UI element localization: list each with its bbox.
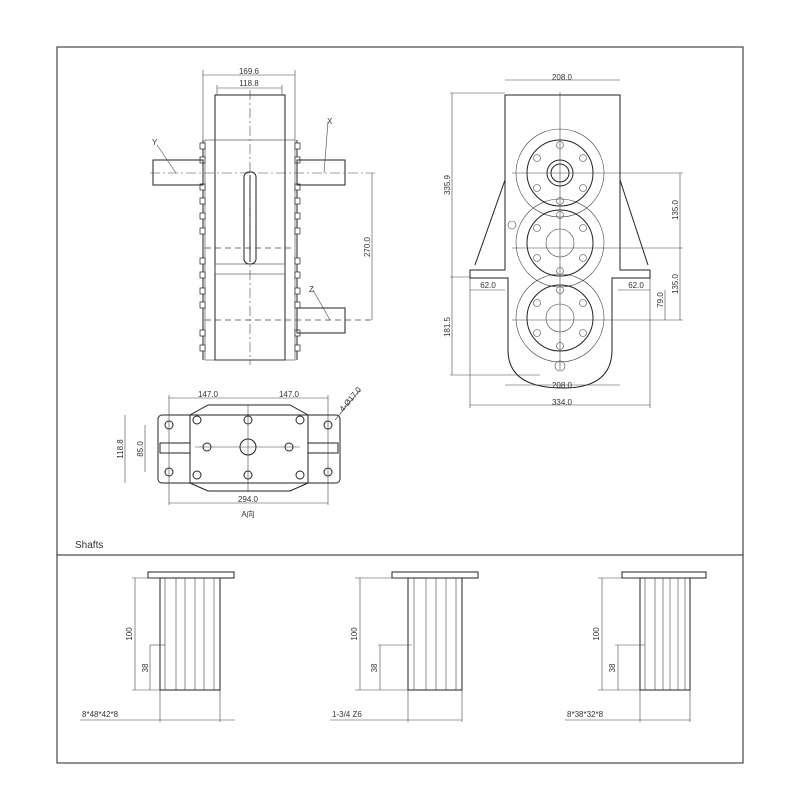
front-view: 169.6 118.8 270.0 Y X Z — [150, 67, 375, 365]
dim-bottom-inner: 208.0 — [552, 381, 573, 390]
shaft-y — [152, 159, 204, 186]
dim-foot-left: 62.0 — [480, 281, 496, 290]
dim-center-2: 135.0 — [671, 273, 680, 294]
dim-bolt-spacing: 85.0 — [136, 441, 145, 457]
shaft-2-spec: 1-3/4 Z6 — [332, 710, 362, 719]
dim-width-outer: 169.6 — [239, 67, 260, 76]
dim-holes: 4-Ø17.0 — [338, 385, 364, 413]
shaft-3-spec: 8*38*32*8 — [567, 710, 604, 719]
view-caption: A向 — [241, 509, 254, 519]
dim-total-width: 294.0 — [238, 495, 259, 504]
shaft-1: 100 38 8*48*42*8 — [80, 571, 235, 722]
dim-height: 118.8 — [116, 439, 125, 459]
label-z: Z — [309, 285, 314, 294]
bottom-view: 147.0 147.0 294.0 118.8 85.0 4-Ø17.0 A向 — [116, 385, 363, 519]
shaft-3: 100 38 8*38*32*8 — [565, 571, 707, 722]
shaft-2-length: 100 — [350, 627, 359, 641]
shaft-1-length: 100 — [125, 627, 134, 641]
dim-half-left: 147.0 — [198, 390, 219, 399]
shaft-1-groove: 38 — [141, 663, 150, 672]
side-view: 208.0 208.0 334.0 335.9 181.5 62.0 62.0 … — [443, 73, 683, 408]
dim-offset: 79.0 — [656, 292, 665, 308]
dim-width-inner: 118.8 — [239, 79, 259, 88]
shaft-2: 100 38 1-3/4 Z6 — [330, 571, 479, 722]
shaft-z — [296, 307, 346, 334]
label-y: Y — [152, 138, 158, 147]
label-x: X — [327, 117, 333, 126]
drawing-frame — [56, 46, 744, 764]
shaft-2-groove: 38 — [370, 663, 379, 672]
dim-foot-right: 62.0 — [628, 281, 644, 290]
dim-center-1: 135.0 — [671, 199, 680, 220]
shaft-3-length: 100 — [592, 627, 601, 641]
shaft-1-spec: 8*48*42*8 — [82, 710, 119, 719]
dim-lower: 181.5 — [443, 316, 452, 337]
dim-bottom-total: 334.0 — [552, 398, 573, 407]
dim-height: 335.9 — [443, 174, 452, 195]
shaft-3-groove: 38 — [608, 663, 617, 672]
shaft-x — [296, 159, 346, 186]
shafts-title: Shafts — [75, 540, 103, 551]
dim-top: 208.0 — [552, 73, 573, 82]
dim-half-right: 147.0 — [279, 390, 300, 399]
dim-shaft-spacing: 270.0 — [363, 236, 372, 257]
